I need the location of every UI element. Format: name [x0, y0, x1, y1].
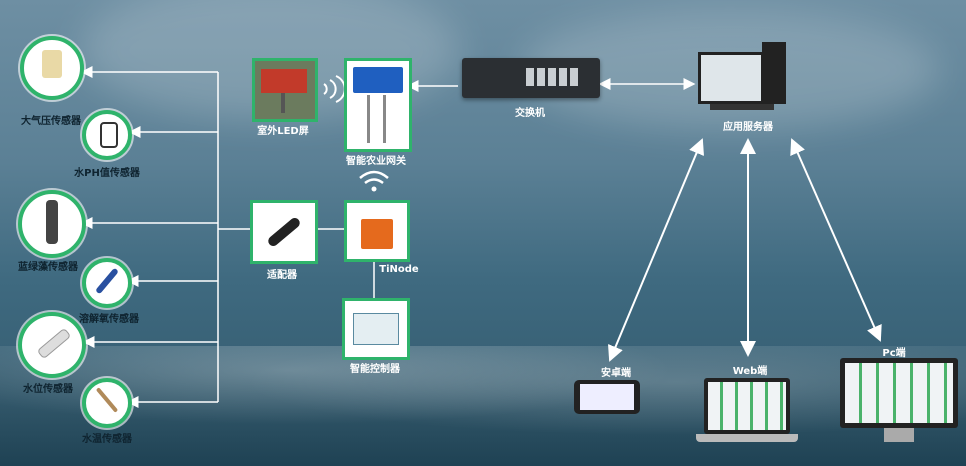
sensor-label-pressure: 大气压传感器 — [21, 116, 81, 127]
android-phone — [574, 380, 640, 414]
controller-label: 智能控制器 — [350, 364, 400, 375]
sensor-label-algae: 蓝绿藻传感器 — [18, 262, 78, 273]
switch-ports-icon — [526, 68, 578, 86]
server-keyboard — [710, 104, 774, 110]
water-level-sensor — [18, 312, 86, 378]
tinode-icon — [361, 219, 393, 249]
sensor-icon — [95, 387, 119, 413]
server-label: 应用服务器 — [723, 122, 773, 133]
atmospheric-pressure-sensor — [20, 36, 84, 100]
sensor-icon — [36, 327, 72, 360]
pc-stand — [884, 428, 914, 442]
sensor-icon — [42, 50, 62, 78]
adapter-label: 适配器 — [267, 270, 297, 281]
controller-icon — [353, 313, 399, 345]
smart-controller — [342, 298, 410, 360]
outdoor-led-screen — [252, 58, 318, 122]
server-monitor — [698, 52, 764, 104]
pc-monitor — [840, 358, 958, 428]
blue-green-algae-sensor — [18, 190, 86, 258]
sensor-label-water-temp: 水温传感器 — [82, 434, 132, 445]
pc-label: Pc端 — [882, 348, 906, 359]
gateway-device-icon — [353, 67, 403, 93]
led-screen-label: 室外LED屏 — [257, 126, 309, 137]
water-temperature-sensor — [82, 378, 132, 428]
network-switch — [462, 58, 600, 98]
switch-label: 交换机 — [515, 108, 545, 119]
sensor-label-water-level: 水位传感器 — [23, 384, 73, 395]
led-display-icon — [261, 69, 307, 93]
server-tower — [762, 42, 786, 104]
pc-screen-icon — [845, 363, 953, 423]
sensor-label-oxygen: 溶解氧传感器 — [79, 314, 139, 325]
ph-sensor — [82, 110, 132, 160]
phone-screen-icon — [580, 384, 634, 410]
gateway-label: 智能农业网关 — [346, 156, 406, 167]
adapter — [250, 200, 318, 264]
adapter-icon — [266, 215, 302, 249]
web-laptop — [704, 378, 790, 434]
tinode-device — [344, 200, 410, 262]
wifi-icon — [359, 170, 389, 192]
sensor-icon — [100, 122, 118, 148]
sensor-icon — [46, 200, 58, 244]
smart-agriculture-gateway — [344, 58, 412, 152]
dissolved-oxygen-sensor — [82, 258, 132, 308]
water-background — [0, 346, 966, 466]
laptop-base — [696, 434, 798, 442]
tinode-label: TiNode — [379, 264, 419, 275]
sensor-icon — [95, 267, 119, 295]
sensor-label-ph: 水PH值传感器 — [74, 168, 140, 179]
laptop-screen-icon — [708, 382, 786, 430]
web-label: Web端 — [732, 366, 768, 377]
android-label: 安卓端 — [601, 368, 631, 379]
